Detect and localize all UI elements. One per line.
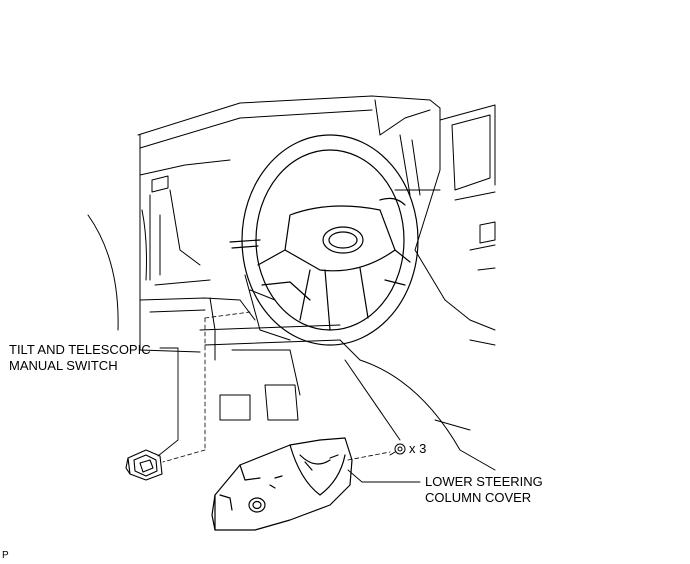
screw-icon [389, 443, 406, 456]
lower-cover-label-line2: COLUMN COVER [425, 490, 532, 505]
lower-cover-label: LOWER STEERING COLUMN COVER [425, 474, 543, 506]
steering-column [239, 274, 291, 341]
tilt-telescopic-switch [125, 449, 163, 481]
tilt-switch-label-line2: MANUAL SWITCH [9, 358, 118, 373]
guide-lines [162, 311, 391, 463]
leader-lines [157, 347, 421, 483]
center-console [339, 99, 496, 471]
dashboard-outline [87, 95, 431, 421]
lower-steering-column-cover [211, 437, 353, 531]
figure-reference: P [2, 550, 9, 561]
tilt-switch-label: TILT AND TELESCOPIC MANUAL SWITCH [9, 342, 151, 374]
screw-quantity-label: x 3 [409, 441, 427, 456]
steering-wheel [229, 134, 419, 346]
lower-cover-label-line1: LOWER STEERING [425, 474, 543, 489]
tilt-switch-label-line1: TILT AND TELESCOPIC [9, 342, 151, 357]
